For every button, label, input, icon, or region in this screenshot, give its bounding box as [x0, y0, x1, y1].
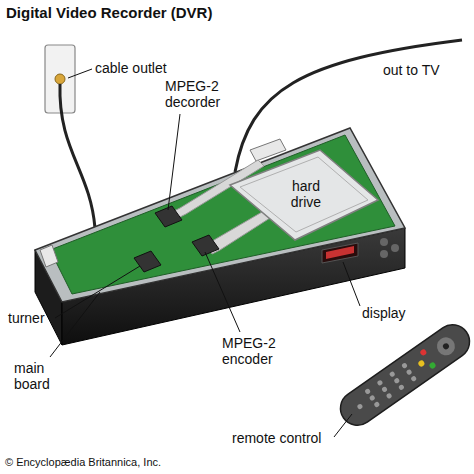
hard-drive: [230, 150, 378, 240]
display-window: [322, 243, 358, 263]
title-holder: Digital Video Recorder (DVR): [6, 4, 212, 22]
coax-connector: [55, 74, 65, 84]
label-holder: display: [362, 305, 406, 321]
part-label: main board: [14, 360, 62, 392]
label-holder: turner: [8, 310, 45, 326]
part-label: MPEG-2 encoder: [222, 335, 288, 367]
diagram-title: Digital Video Recorder (DVR): [6, 4, 212, 22]
part-label: out to TV: [383, 62, 440, 78]
label-holder: MPEG-2 encoder: [222, 335, 288, 367]
input-cable: [60, 84, 95, 228]
display-digits: [326, 246, 354, 259]
label-holder: out to TV: [383, 62, 440, 78]
button: [380, 250, 388, 258]
part-label: remote control: [232, 430, 321, 446]
output-jack: [250, 139, 286, 161]
label-holder: hard drive: [283, 178, 329, 210]
remote-control-figure: [334, 318, 474, 432]
housing-top: [35, 128, 405, 302]
leader-lines: [50, 69, 360, 437]
part-label: MPEG-2 decorder: [165, 78, 231, 110]
button: [380, 238, 388, 246]
label-holder: © Encyclopædia Britannica, Inc.: [5, 456, 161, 469]
button: [391, 244, 399, 252]
label-holder: main board: [14, 360, 62, 392]
part-label: display: [362, 305, 406, 321]
input-jack: [40, 245, 58, 267]
label-holder: MPEG-2 decorder: [165, 78, 231, 110]
part-label: turner: [8, 310, 45, 326]
credit-line: © Encyclopædia Britannica, Inc.: [5, 456, 161, 469]
label-holder: remote control: [232, 430, 321, 446]
main-board: [50, 135, 395, 294]
part-label: cable outlet: [95, 60, 167, 76]
tuner-chip: [134, 251, 161, 272]
part-label: hard drive: [283, 178, 329, 210]
hard-drive-rim: [240, 157, 368, 232]
label-holder: cable outlet: [95, 60, 167, 76]
